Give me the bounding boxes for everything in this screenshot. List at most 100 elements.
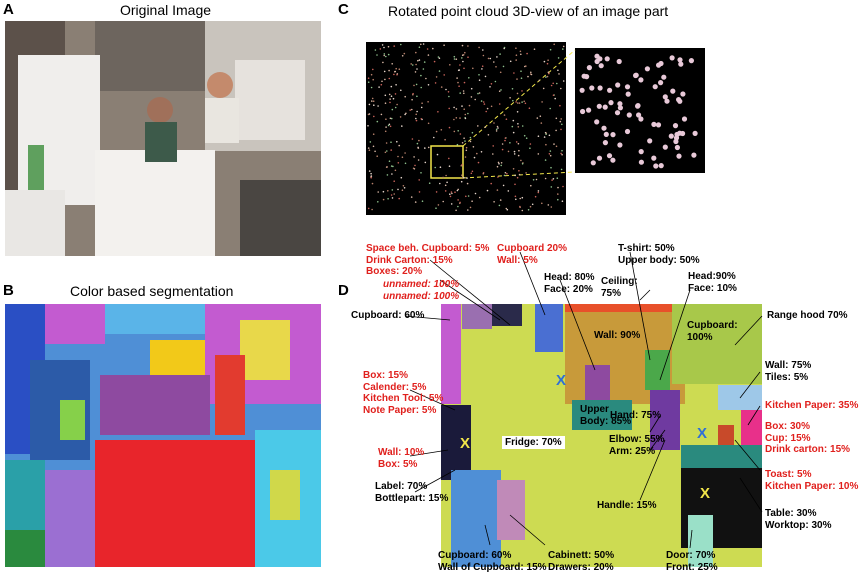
point-cloud-dot [426, 48, 429, 50]
point-cloud-dot [443, 74, 446, 76]
point-cloud-dot [385, 55, 387, 58]
point-cloud-dot [450, 191, 453, 193]
point-cloud-dot [512, 119, 515, 122]
point-cloud-dot [404, 152, 406, 154]
zoom-dot [589, 85, 595, 91]
label-door: Door: 70%Front: 25% [666, 550, 718, 573]
point-cloud-dot [418, 59, 421, 61]
point-cloud-dot [390, 85, 393, 88]
point-cloud-dot [556, 177, 559, 179]
point-cloud-dot [506, 208, 509, 211]
panel-title-a: Original Image [120, 2, 212, 18]
point-cloud-dot [493, 122, 495, 124]
point-cloud-dot [387, 190, 389, 192]
label-hand: Hand: 75% [610, 410, 662, 421]
point-cloud-dot [459, 202, 461, 205]
point-cloud-dot [513, 153, 516, 155]
point-cloud-dot [470, 87, 473, 90]
point-cloud-dot [558, 73, 560, 75]
point-cloud-dot [471, 170, 474, 173]
point-cloud-dot [446, 181, 448, 184]
point-cloud-dot [444, 138, 446, 141]
point-cloud-dot [481, 65, 484, 67]
point-cloud-dot [459, 92, 462, 94]
point-cloud-dot [521, 196, 524, 199]
point-cloud-dot [528, 107, 531, 109]
zoom-dot [670, 88, 676, 94]
zoom-dot [625, 91, 631, 97]
point-cloud-dot [401, 125, 403, 127]
point-cloud-dot [562, 80, 565, 82]
point-cloud-dot [455, 117, 458, 119]
zoom-dot [658, 163, 664, 169]
point-cloud-dot [471, 131, 474, 134]
marker-x-3: X [556, 372, 567, 389]
point-cloud-dot [514, 183, 516, 186]
point-cloud-dot [438, 57, 441, 59]
point-cloud-dot [496, 56, 498, 58]
point-cloud-dot [512, 99, 514, 102]
point-cloud-dot [495, 128, 498, 131]
point-cloud-dot [415, 119, 418, 122]
point-cloud-dot [424, 147, 426, 149]
point-cloud-dot [387, 53, 390, 56]
point-cloud-dot [457, 205, 459, 208]
point-cloud-dot [503, 47, 506, 50]
point-cloud-dot [383, 70, 386, 73]
point-cloud-dot [410, 63, 413, 65]
point-cloud-dot [414, 164, 416, 167]
point-cloud-dot [384, 94, 387, 97]
zoom-dot [590, 160, 596, 166]
point-cloud-dot [463, 108, 466, 110]
point-cloud-dot [505, 118, 508, 120]
point-cloud-dot [397, 188, 399, 191]
zoom-dot [644, 66, 651, 72]
point-cloud-dot [490, 105, 493, 108]
zoom-dot [594, 119, 600, 125]
point-cloud-dot [370, 172, 372, 175]
point-cloud-dot [496, 125, 499, 128]
label-tshirt: T-shirt: 50%Upper body: 50% [618, 243, 700, 266]
point-cloud-dot [489, 86, 491, 88]
point-cloud-dot [389, 125, 392, 128]
point-cloud-dot [502, 65, 505, 68]
point-cloud-dot [440, 86, 443, 88]
point-cloud-dot [500, 89, 502, 91]
point-cloud-dot [520, 159, 522, 162]
point-cloud-dot [555, 129, 557, 132]
zoom-dot [653, 163, 659, 169]
point-cloud-dot [367, 125, 369, 127]
point-cloud-dot [374, 150, 376, 153]
point-cloud-dot [561, 200, 564, 202]
label-table: Table: 30%Worktop: 30% [765, 508, 832, 531]
point-cloud-dot [438, 70, 441, 72]
zoom-dot [602, 140, 609, 146]
point-cloud-dot [467, 209, 469, 211]
point-cloud-dot [443, 44, 445, 46]
point-cloud-dot [382, 61, 384, 64]
point-cloud-dot [372, 68, 374, 71]
point-cloud-dot [471, 200, 473, 202]
zoom-dot [597, 85, 603, 91]
point-cloud-dot [521, 90, 523, 92]
point-cloud-dot [367, 113, 370, 116]
zoom-dot [610, 157, 616, 163]
point-cloud-dot [390, 95, 393, 97]
point-cloud-dot [384, 102, 387, 104]
zoom-dot [608, 100, 614, 106]
point-cloud-dot [400, 176, 403, 179]
point-cloud-dot [398, 144, 401, 147]
point-cloud-dot [368, 149, 371, 151]
point-cloud-dot [482, 101, 485, 103]
point-cloud-dot [492, 145, 495, 147]
point-cloud-dot [401, 55, 404, 57]
point-cloud-dot [420, 118, 423, 120]
point-cloud-dot [482, 172, 485, 175]
panel-letter-a: A [3, 1, 14, 18]
point-cloud-dot [420, 172, 422, 174]
point-cloud-dot [439, 166, 442, 168]
point-cloud-dot [433, 136, 435, 139]
point-cloud-dot [384, 130, 387, 133]
point-cloud-dot [396, 103, 398, 106]
point-cloud-dot [370, 73, 373, 76]
